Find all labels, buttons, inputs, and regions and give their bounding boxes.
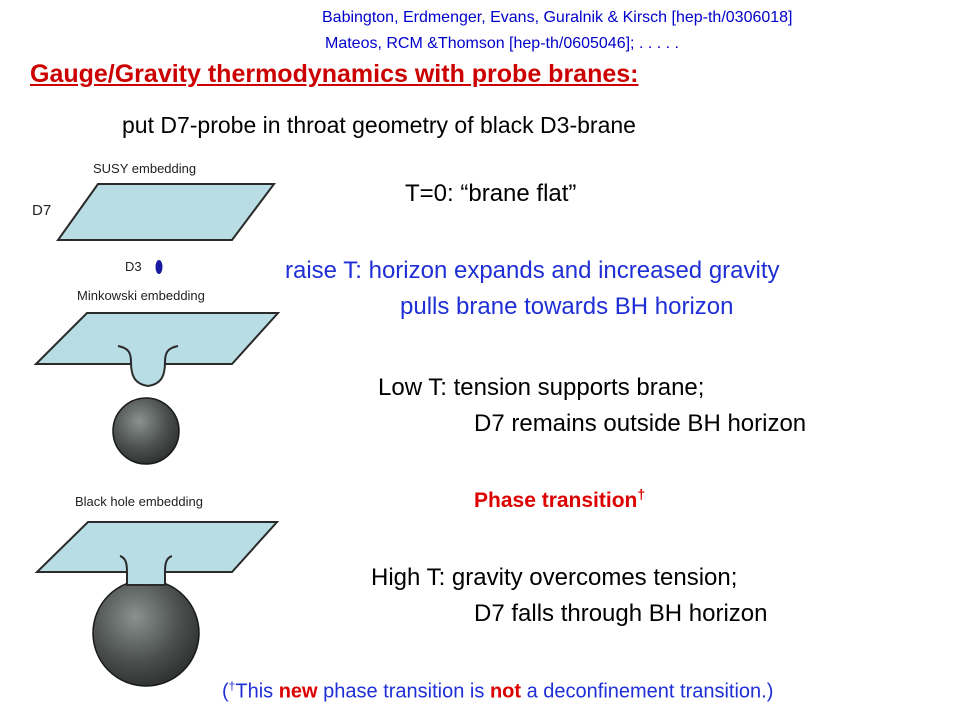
susy-brane-sheet [56,183,276,241]
susy-embedding-label: SUSY embedding [93,161,197,176]
phase-transition-heading: Phase transition† [474,486,645,513]
footnote-dagger: † [228,679,236,693]
d3-brane-dot [155,260,163,274]
minkowski-brane-sheet [33,312,281,365]
low-t-line-2: D7 remains outside BH horizon [474,410,807,437]
blackhole-brane-tube [119,555,173,586]
t0-statement: T=0: “brane flat” [405,180,577,207]
phase-transition-dagger: † [637,486,646,502]
brane-embedding-diagram [33,183,281,687]
high-t-line-2: D7 falls through BH horizon [474,600,768,627]
blackhole-embedding-black-hole [92,579,200,687]
d7-label: D7 [32,202,52,219]
minkowski-black-hole [112,397,180,465]
blackhole-embedding-label: Black hole embedding [75,494,203,509]
footnote-part-3: a deconfinement transition.) [521,680,774,703]
reference-2: Mateos, RCM &Thomson [hep-th/0605046]; .… [325,35,679,52]
raise-t-line-2: pulls brane towards BH horizon [400,293,734,320]
high-t-line-1: High T: gravity overcomes tension; [371,564,738,591]
minkowski-embedding-label: Minkowski embedding [77,288,205,303]
blackhole-brane-sheet [34,521,280,573]
raise-t-line-1: raise T: horizon expands and increased g… [285,257,780,284]
footnote: (†This new phase transition is not a dec… [222,679,773,704]
reference-1: Babington, Erdmenger, Evans, Guralnik & … [322,9,793,26]
footnote-open: ( [222,680,229,703]
slide-title: Gauge/Gravity thermodynamics with probe … [30,60,639,88]
lead-text: put D7-probe in throat geometry of black… [122,112,636,138]
low-t-line-1: Low T: tension supports brane; [378,374,705,401]
footnote-part-2: phase transition is [317,680,490,703]
d3-label: D3 [125,259,142,274]
footnote-new: new [278,680,318,703]
minkowski-brane-dip [117,345,179,388]
footnote-part-1: This [235,680,279,703]
footnote-not: not [489,680,522,703]
phase-transition-text: Phase transition [474,489,638,512]
